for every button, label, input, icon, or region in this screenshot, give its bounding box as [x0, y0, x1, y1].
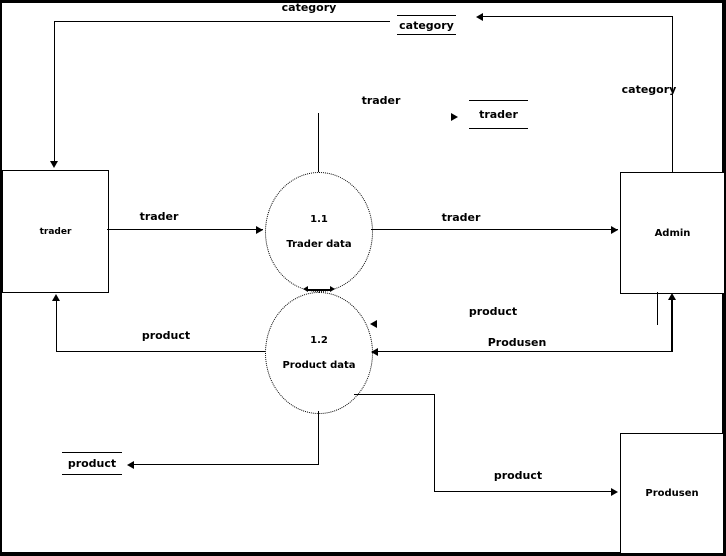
flow-label-produsen-flow: Produsen — [487, 336, 547, 349]
arrowhead-joint-left — [303, 286, 308, 292]
joint-line-p11-p12 — [307, 289, 331, 291]
arrowhead-left-into-productstore — [127, 461, 134, 469]
process-1-2-product-data: 1.2 Product data — [265, 292, 373, 414]
arrowhead-up-into-trader — [52, 294, 60, 301]
arrowhead-right-into-admin — [611, 226, 618, 234]
datastore-trader: trader — [469, 100, 528, 129]
flow-line-p11-up-v — [318, 113, 319, 172]
frame-bottom — [0, 552, 726, 556]
flow-label-product-bottom: product — [493, 469, 543, 482]
process-1-1-id: 1.1 — [310, 214, 328, 225]
process-1-1-trader-data: 1.1 Trader data — [265, 172, 373, 292]
datastore-category: category — [397, 15, 456, 35]
arrowhead-right-into-traderstore — [451, 113, 458, 121]
flow-label-category-top: category — [281, 1, 337, 14]
entity-admin: Admin — [620, 172, 725, 294]
flow-line-p12-to-produsen-h1 — [354, 394, 435, 395]
flow-line-p12-to-productstore-h — [134, 464, 319, 465]
flow-line-p12-to-trader-h — [56, 351, 265, 352]
entity-admin-label: Admin — [654, 227, 691, 239]
datastore-product: product — [62, 452, 122, 475]
arrowhead-joint-right — [330, 286, 335, 292]
arrowhead-left-into-p12-upper — [370, 320, 377, 328]
flow-label-trader-top: trader — [361, 94, 401, 107]
flow-line-admin-product-v — [657, 292, 658, 325]
flow-line-admin-to-categorystore-h — [483, 16, 672, 17]
arrowhead-down-into-trader — [50, 161, 58, 168]
entity-trader-label: trader — [39, 226, 72, 237]
process-1-2-name: Product data — [282, 360, 356, 371]
flow-line-produsen-h — [378, 351, 672, 352]
process-1-2-id: 1.2 — [310, 335, 328, 346]
arrowhead-right-into-produsen — [611, 488, 618, 496]
flow-line-p11-to-admin — [371, 229, 618, 230]
flow-line-trader-to-p11 — [107, 229, 263, 230]
flow-line-admin-to-categorystore-v — [672, 16, 673, 172]
process-1-1-name: Trader data — [286, 239, 352, 250]
datastore-trader-label: trader — [479, 108, 518, 121]
flow-line-p12-to-produsen-h2 — [434, 491, 612, 492]
arrowhead-left-into-categorystore — [476, 13, 483, 21]
entity-produsen: Produsen — [620, 433, 724, 554]
flow-label-product-left: product — [141, 329, 191, 342]
flow-label-trader-left: trader — [139, 210, 179, 223]
frame-left — [0, 0, 2, 556]
flow-label-category-right: category — [621, 83, 677, 96]
arrowhead-right-into-p11 — [256, 226, 263, 234]
flow-line-p12-to-produsen-v — [434, 394, 435, 492]
entity-trader: trader — [2, 170, 109, 293]
frame-top — [0, 0, 726, 3]
datastore-category-label: category — [399, 18, 454, 32]
flow-line-categorystore-to-trader-h — [54, 21, 390, 22]
flow-label-product-admin: product — [468, 305, 518, 318]
entity-produsen-label: Produsen — [645, 488, 699, 499]
datastore-product-label: product — [67, 457, 117, 470]
flow-line-produsen-v — [671, 299, 673, 352]
arrowhead-up-into-admin — [668, 293, 676, 300]
flow-line-categorystore-to-trader-v — [54, 21, 55, 162]
flow-line-p12-to-trader-v — [56, 301, 57, 352]
flow-line-p12-to-productstore-v — [318, 411, 319, 465]
arrowhead-left-into-p12 — [371, 348, 378, 356]
flow-label-trader-right: trader — [441, 211, 481, 224]
